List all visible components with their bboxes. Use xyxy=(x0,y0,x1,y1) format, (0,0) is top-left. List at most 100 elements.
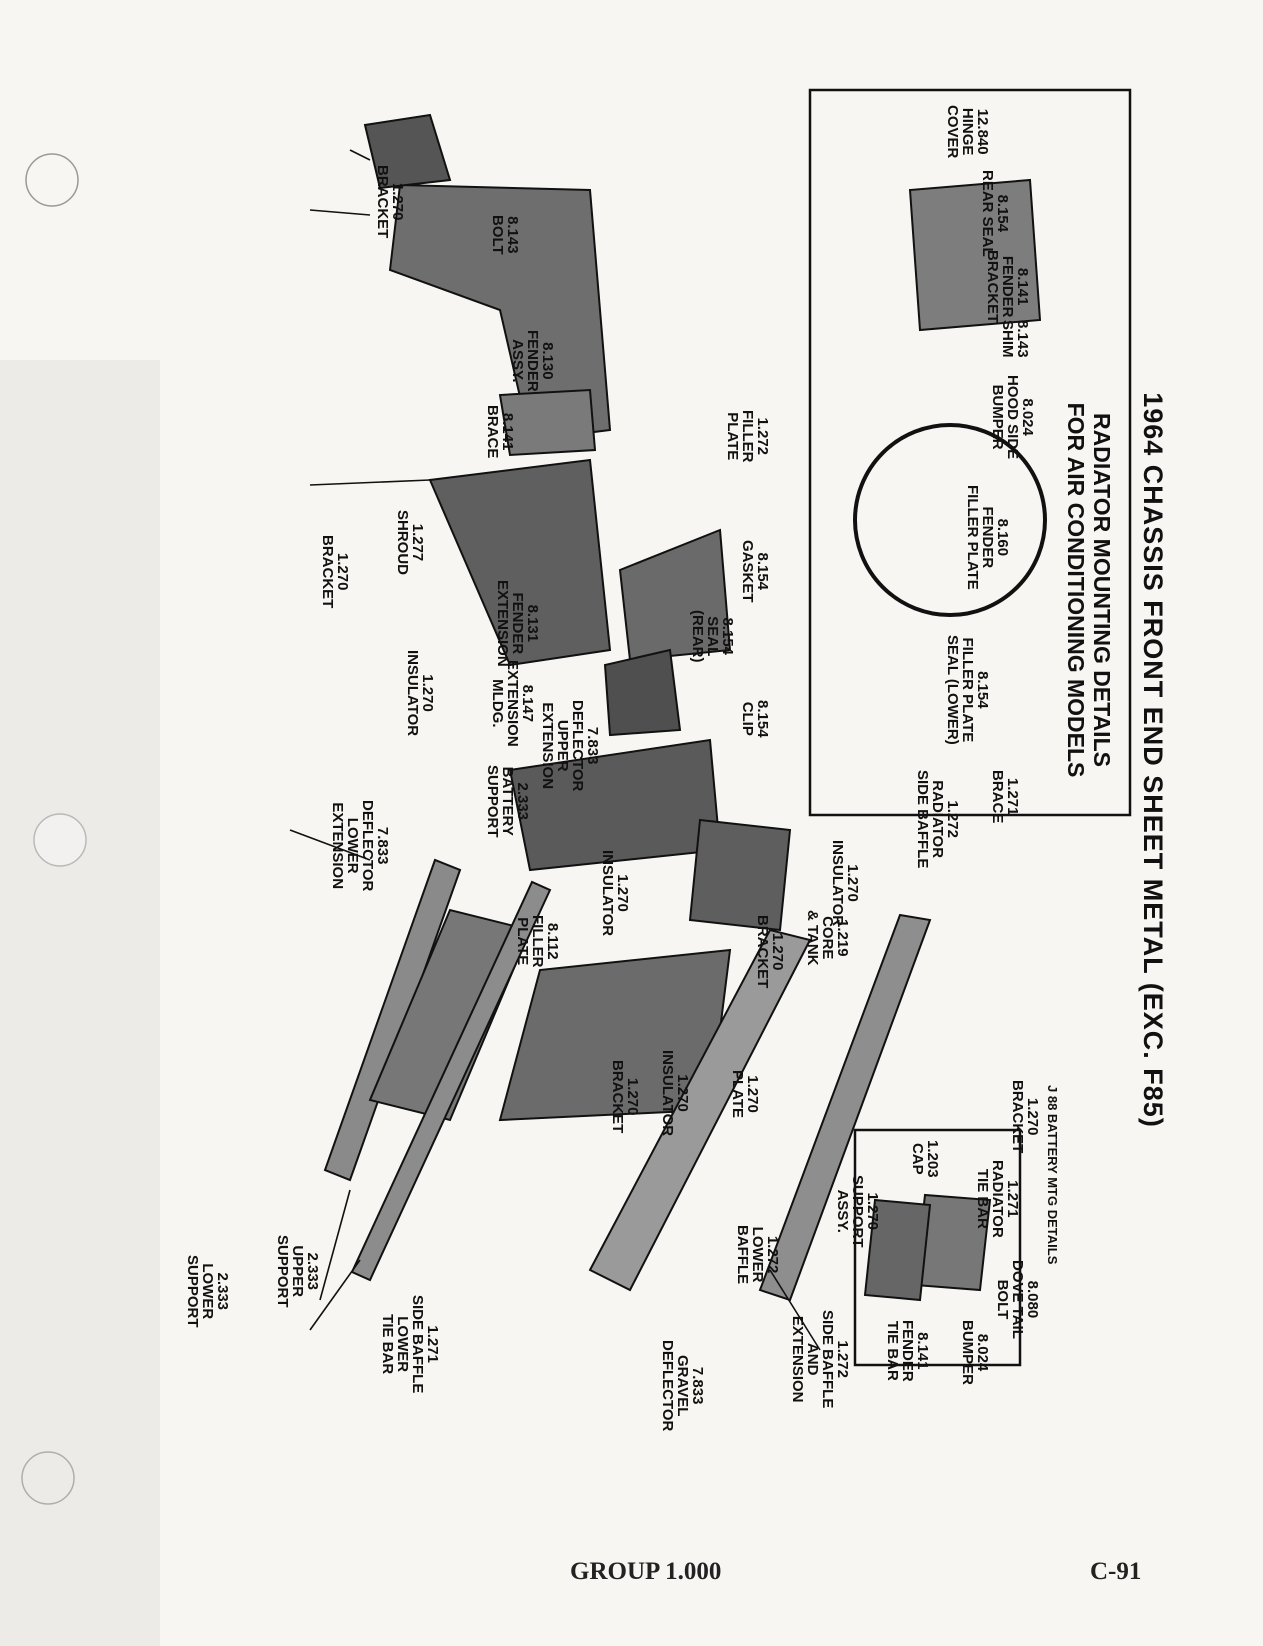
part-label-line: EXTENSION xyxy=(539,702,556,790)
part-label-line: DOVE TAIL xyxy=(1009,1260,1026,1339)
part-label-line: BUMPER xyxy=(989,384,1006,450)
part-label-line: BRACKET xyxy=(1009,1080,1026,1154)
part-label-line: LOWER xyxy=(344,817,361,874)
ac-inset-title-line1: RADIATOR MOUNTING DETAILS xyxy=(1089,413,1115,767)
part-label-line: FENDER xyxy=(899,1320,916,1382)
part-label-line: SUPPORT xyxy=(484,765,501,838)
part-label-line: FILLER xyxy=(739,410,756,463)
part-label-line: UPPER xyxy=(289,1245,306,1298)
part-label-line: INSULATOR xyxy=(659,1050,676,1137)
part-label-line: INSULATOR xyxy=(599,850,616,937)
part-label-line: EXTENSION xyxy=(494,580,511,667)
part-label-line: SEAL xyxy=(704,616,721,657)
part-label-line: FILLER PLATE xyxy=(959,637,976,743)
battery-support-shape xyxy=(688,818,792,932)
part-label-line: FENDER xyxy=(999,255,1016,318)
part-label-line: CORE xyxy=(819,916,836,960)
part-label-line: MLDG. xyxy=(489,679,506,728)
part-label-line: SUPPORT xyxy=(184,1255,201,1328)
part-label-line: FENDER xyxy=(509,592,526,655)
part-label-line: BRACKET xyxy=(754,915,771,989)
part-label-line: 8.154 xyxy=(994,194,1011,233)
part-label-line: PLATE xyxy=(514,917,531,966)
part-label-line: LOWER xyxy=(749,1226,766,1283)
part-label-line: BRACE xyxy=(989,770,1006,824)
part-label-line: TIE BAR xyxy=(379,1314,396,1375)
part-label-line: 1.271 xyxy=(424,1325,441,1363)
part-label-line: 8.141 xyxy=(1014,267,1031,306)
part-label-line: BRACKET xyxy=(319,535,336,609)
part-label-line: 8.080 xyxy=(1024,1280,1041,1319)
part-label-line: 1.271 xyxy=(1004,777,1021,816)
part-label-line: UPPER xyxy=(554,719,571,772)
part-label-line: 8.143 xyxy=(504,216,521,254)
part-label-line: FENDER xyxy=(979,506,996,569)
part-label-line: 8.130 xyxy=(539,342,556,380)
part-label-line: FILLER xyxy=(529,915,546,968)
footer-page-number: C-91 xyxy=(1090,1558,1142,1585)
part-label-line: TIE BAR xyxy=(884,1320,901,1381)
part-label-line: BOLT xyxy=(994,1279,1011,1320)
part-label-line: 1.270 xyxy=(674,1074,691,1112)
exploded-parts-drawing xyxy=(289,88,1132,1367)
part-label-line: DEFLECTOR xyxy=(569,700,586,792)
part-label-line: 8.147 xyxy=(519,684,536,723)
fender-filler-plate-shape xyxy=(428,458,612,667)
part-label-line: AND xyxy=(804,1342,821,1376)
part-label-line: 8.154 xyxy=(754,552,771,591)
part-label-line: 8.024 xyxy=(1019,398,1036,436)
part-label-line: EXTENSION xyxy=(504,660,521,747)
filler-plate-1272-shape xyxy=(498,388,597,457)
part-label-line: 8.154 xyxy=(754,700,771,738)
part-label-line: PLATE xyxy=(724,412,741,461)
part-label-line: BATTERY xyxy=(499,766,516,836)
part-label-line: 8.141 xyxy=(499,412,516,451)
part-label-line: PLATE xyxy=(729,1070,746,1119)
part-label-line: 2.333 xyxy=(214,1272,231,1311)
part-label-line: CAP xyxy=(909,1142,926,1175)
part-label-line: DEFLECTOR xyxy=(359,800,376,892)
part-label-line: (REAR) xyxy=(689,610,706,663)
leader-lines xyxy=(289,149,821,1351)
part-label-line: SUPPORT xyxy=(849,1175,866,1248)
part-label-line: 1.270 xyxy=(769,932,786,971)
part-label-line: 8.160 xyxy=(994,518,1011,557)
part-label-line: BRACKET xyxy=(609,1060,626,1134)
part-label-line: 8.154 xyxy=(719,617,736,656)
scan-noise-strip xyxy=(0,360,160,1646)
part-label-line: REAR SEAL xyxy=(979,170,996,257)
part-label-line: 1.270 xyxy=(419,674,436,712)
part-label-line: ASSY. xyxy=(834,1189,851,1233)
part-label-line: 1.270 xyxy=(614,874,631,912)
part-label-line: EXTENSION xyxy=(789,1315,806,1403)
page-title: 1964 CHASSIS FRONT END SHEET METAL (EXC.… xyxy=(1138,392,1168,1128)
part-label-line: RADIATOR xyxy=(989,1160,1006,1238)
part-label-line: SUPPORT xyxy=(274,1235,291,1308)
part-label-line: SEAL (LOWER) xyxy=(944,635,961,745)
part-label-line: 1.270 xyxy=(624,1077,641,1116)
part-label-line: 1.270 xyxy=(389,182,406,221)
